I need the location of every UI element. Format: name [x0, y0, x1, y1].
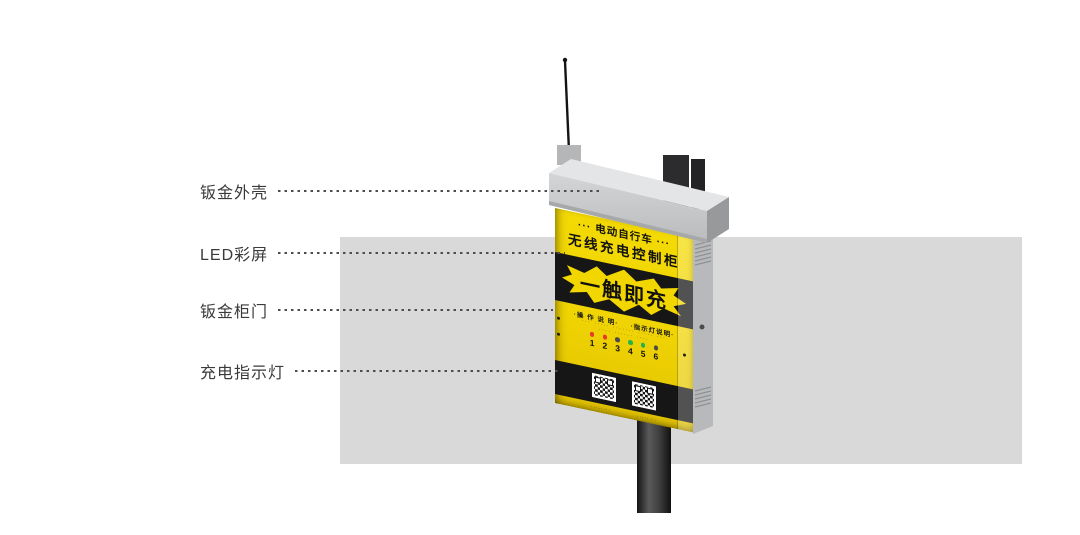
leader-line	[278, 309, 553, 311]
indicator-number: 6	[653, 350, 659, 362]
charging-cabinet: ··· 电动自行车 ··· 无线充电控制柜 一触即充 ·操 作 说 明· ·指示…	[545, 55, 745, 525]
side-lock-hole	[699, 324, 705, 330]
leader-line	[295, 370, 558, 372]
indicator-column: 2	[602, 334, 608, 351]
indicator-column: 5	[640, 342, 646, 359]
callout-cabinet-door: 钣金柜门	[200, 299, 553, 321]
callout-label: 钣金柜门	[200, 304, 269, 321]
callout-sheet-metal-shell: 钣金外壳	[200, 180, 603, 202]
hinge-dot	[557, 332, 560, 337]
vent-slots-top	[694, 240, 712, 266]
door-lock-dot	[683, 353, 686, 357]
antenna-mount	[557, 145, 581, 165]
led-dot	[640, 342, 646, 348]
hinge-dot	[557, 316, 560, 321]
qr-code-left	[592, 372, 616, 402]
leader-line	[278, 190, 603, 192]
led-dot	[589, 331, 595, 337]
rear-bracket-small	[691, 159, 705, 209]
cabinet-side-panel	[693, 229, 713, 434]
rear-bracket	[663, 155, 689, 213]
indicator-number: 4	[628, 345, 633, 357]
indicator-column: 6	[653, 344, 659, 362]
callout-led-screen: LED彩屏	[200, 242, 565, 264]
mounting-pole	[637, 411, 671, 513]
vent-slots-bottom	[694, 386, 712, 408]
indicator-column: 3	[615, 336, 620, 354]
slogan-text: 一触即充	[580, 272, 668, 314]
led-dot	[602, 334, 608, 340]
leader-line	[278, 252, 565, 254]
indicator-column: 4	[628, 339, 633, 357]
led-dot	[615, 336, 620, 343]
indicator-number: 1	[589, 336, 595, 348]
callout-charging-indicator: 充电指示灯	[200, 360, 558, 382]
antenna	[563, 60, 571, 152]
callout-label: 充电指示灯	[200, 365, 286, 382]
callout-label: LED彩屏	[200, 247, 269, 264]
qr-code-right	[632, 381, 656, 411]
indicator-number: 5	[640, 347, 646, 359]
indicator-number: 2	[602, 339, 608, 351]
antenna-tip	[562, 57, 568, 63]
indicator-number: 3	[615, 342, 620, 354]
callout-label: 钣金外壳	[200, 185, 269, 202]
led-dot	[628, 339, 633, 345]
led-dot	[653, 344, 659, 351]
indicator-column: 1	[590, 331, 595, 348]
cabinet-front-panel: ··· 电动自行车 ··· 无线充电控制柜 一触即充 ·操 作 说 明· ·指示…	[555, 208, 693, 433]
